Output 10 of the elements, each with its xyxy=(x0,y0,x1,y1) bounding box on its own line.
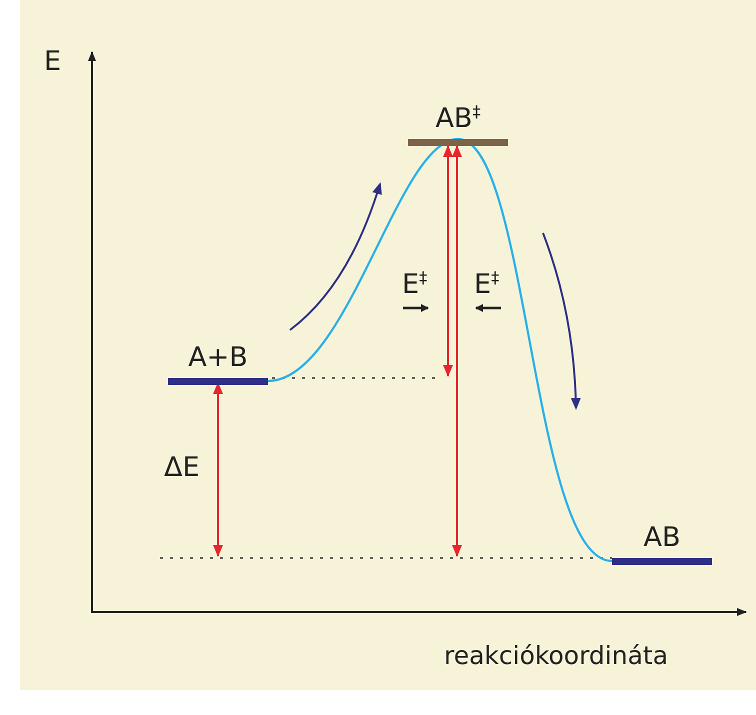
measure-label: ΔE xyxy=(164,452,200,484)
level-label: AB xyxy=(644,522,680,554)
energy-curve xyxy=(268,138,458,382)
axis-label: E xyxy=(44,46,62,78)
measure-label: E$^{‡}$ xyxy=(402,267,428,301)
axis-label: reakciókoordináta xyxy=(444,640,668,672)
measure-label: E$^{‡}$ xyxy=(474,267,500,301)
level-label: A+B xyxy=(188,342,248,374)
energy-curve xyxy=(458,138,612,562)
level-label: AB$^{‡}$ xyxy=(435,101,481,135)
